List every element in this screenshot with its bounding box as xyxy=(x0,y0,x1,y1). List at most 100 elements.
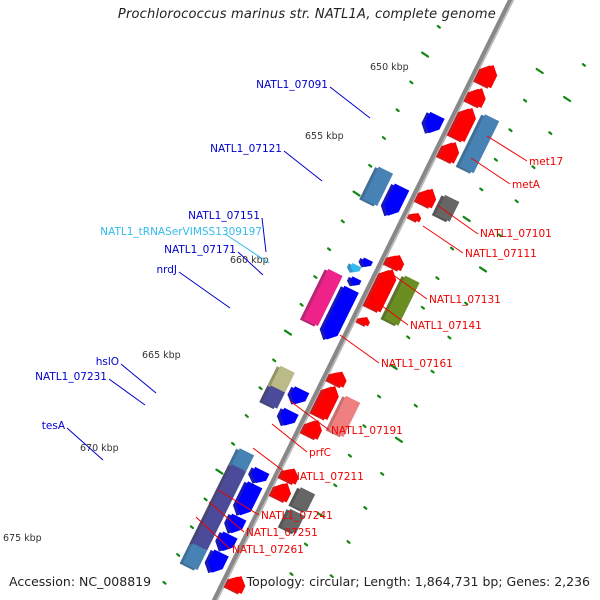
gene-label: prfC xyxy=(309,447,331,459)
gene-label: NATL1_07091 xyxy=(256,79,328,91)
gene-label: nrdJ xyxy=(156,264,177,276)
tick-inner-left xyxy=(244,414,249,418)
gene-forward-body xyxy=(280,407,299,426)
gene-label: NATL1_07111 xyxy=(465,248,537,260)
callout-line xyxy=(195,516,231,550)
tick-outer-right xyxy=(563,95,572,103)
gene-natl1-07241 xyxy=(268,482,292,504)
tick-inner-right xyxy=(406,335,411,340)
tick-outer-right xyxy=(478,266,488,273)
gene-natl1-07131 xyxy=(362,269,397,313)
tick-inner-left xyxy=(368,163,373,168)
tick-inner-left xyxy=(326,247,332,252)
gene-natl1-07241-body xyxy=(272,482,292,503)
tick-inner-right xyxy=(420,305,425,310)
callout-line xyxy=(339,334,380,364)
gene-reverse xyxy=(325,371,347,389)
tick-inner-right xyxy=(376,394,382,399)
gene-label: NATL1_07231 xyxy=(35,371,107,383)
tick-inner-right xyxy=(316,511,325,518)
tick-outer-right xyxy=(363,506,368,510)
backbone-line xyxy=(211,0,513,600)
gene-natl1-07121-body xyxy=(362,166,394,207)
gene-forward xyxy=(215,531,238,552)
tick-inner-right xyxy=(362,424,367,429)
tick-outer-right xyxy=(430,369,435,374)
gene-label: metA xyxy=(512,179,541,191)
tick-inner-left xyxy=(436,24,441,29)
gene-label: hslO xyxy=(96,356,119,368)
gene-natl1-07211-body xyxy=(303,420,322,440)
gene-reverse-body xyxy=(466,88,486,108)
gene-met17-meta-body xyxy=(459,114,500,174)
gene-reverse xyxy=(446,108,476,143)
gene-reverse-body xyxy=(439,142,460,164)
gene-trna-ser xyxy=(346,262,362,273)
tick-inner-right xyxy=(435,276,440,281)
gene-natl1-07131-body xyxy=(366,269,397,313)
tick-inner-right xyxy=(347,453,352,458)
gene-reverse-body xyxy=(476,64,498,89)
gene-reverse xyxy=(382,255,405,272)
tick-inner-left xyxy=(340,219,345,224)
tick-inner-left xyxy=(176,553,181,557)
scale-label: 675 kbp xyxy=(3,533,42,544)
tick-inner-left xyxy=(409,80,414,85)
gene-reverse-body xyxy=(227,576,246,595)
callout-line xyxy=(271,423,308,453)
gene-forward-body xyxy=(323,285,359,340)
tick-outer-right xyxy=(497,233,502,238)
gene-forward xyxy=(287,386,310,405)
gene-label: met17 xyxy=(529,156,563,168)
tick-inner-left xyxy=(258,386,263,391)
callout-line xyxy=(224,233,270,264)
gene-forward-body xyxy=(291,386,310,405)
tick-inner-left xyxy=(299,302,304,307)
gene-natl1-07171-body xyxy=(350,276,362,286)
gene-natl1-07251 xyxy=(288,487,316,513)
callout-line xyxy=(217,489,260,516)
tick-inner-right xyxy=(333,483,338,488)
tick-inner-right xyxy=(303,542,309,547)
tick-inner-left xyxy=(381,136,387,140)
scale-label: 665 kbp xyxy=(142,350,181,361)
tick-inner-right xyxy=(522,98,528,103)
gene-label: NATL1_07121 xyxy=(210,143,282,155)
gene-label: NATL1_07101 xyxy=(480,228,552,240)
gene-forward-body xyxy=(384,183,410,216)
tick-inner-left xyxy=(203,497,208,502)
callout-line xyxy=(422,225,464,254)
tick-outer-right xyxy=(329,574,334,579)
gene-forward-body xyxy=(236,481,263,516)
gene-label: NATL1_07211 xyxy=(292,471,364,483)
tick-outer-right xyxy=(514,199,519,204)
callout-line xyxy=(120,363,157,394)
gene-natl1-07151-body xyxy=(362,257,373,267)
tick-inner-right xyxy=(449,246,455,251)
gene-forward xyxy=(380,183,410,217)
gene-label: NATL1_07191 xyxy=(331,425,403,437)
gene-natl1-07191-body xyxy=(312,386,339,421)
callout-line xyxy=(108,378,146,406)
gene-natl1-07111 xyxy=(431,194,460,223)
gene-label: NATL1_07251 xyxy=(246,527,318,539)
gene-prfc xyxy=(325,395,361,438)
tick-inner-left xyxy=(352,190,361,197)
gene-reverse-body xyxy=(450,108,476,143)
tick-outer-right xyxy=(380,471,385,476)
gene-small-red-body xyxy=(410,212,422,223)
callout-line xyxy=(252,447,291,477)
gene-forward xyxy=(276,407,299,427)
tick-outer-right xyxy=(413,403,418,408)
gene-natl1-07261-body xyxy=(281,508,305,534)
gene-natl1-07151 xyxy=(358,257,373,268)
gene-label: NATL1_07141 xyxy=(410,320,482,332)
gene-natl1-07231-body xyxy=(262,385,286,409)
gene-label: NATL1_07131 xyxy=(429,294,501,306)
gene-natl1-07251-body xyxy=(291,487,316,513)
tick-inner-left xyxy=(272,358,277,363)
tick-inner-left xyxy=(189,525,195,530)
callout-line xyxy=(369,296,409,326)
gene-nrdj-body xyxy=(303,268,343,327)
